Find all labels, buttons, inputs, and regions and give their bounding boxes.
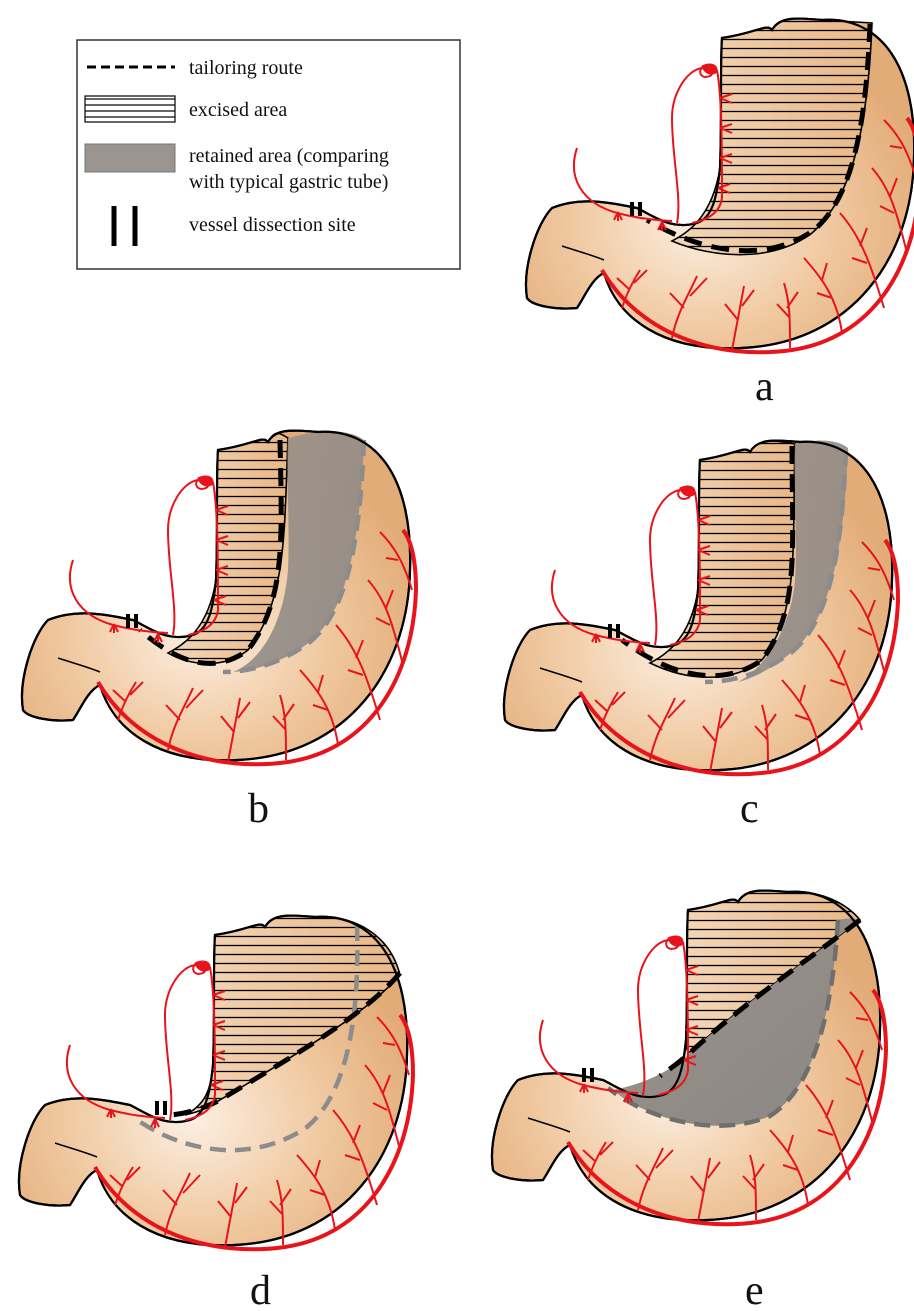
legend: tailoring route excised area retained ar… xyxy=(77,40,460,269)
legend-label-dissection: vessel dissection site xyxy=(189,214,356,236)
vessel-dissection-mark xyxy=(157,1101,165,1115)
stomach-panel-a xyxy=(526,19,914,353)
stomach-panel-c xyxy=(504,441,898,775)
legend-label-excised: excised area xyxy=(189,99,287,121)
stomach-panel-b xyxy=(22,431,416,765)
excised-area-swatch xyxy=(85,96,175,122)
legend-label-tailoring: tailoring route xyxy=(189,57,303,79)
panel-label-a: a xyxy=(755,364,774,410)
panel-label-e: e xyxy=(745,1268,764,1311)
panel-label-c: c xyxy=(740,786,759,832)
stomach-panel-e xyxy=(492,891,886,1225)
panel-label-d: d xyxy=(250,1268,271,1311)
stomach-panel-d xyxy=(19,916,413,1250)
panel-label-b: b xyxy=(248,786,269,832)
retained-area-swatch xyxy=(85,144,175,172)
